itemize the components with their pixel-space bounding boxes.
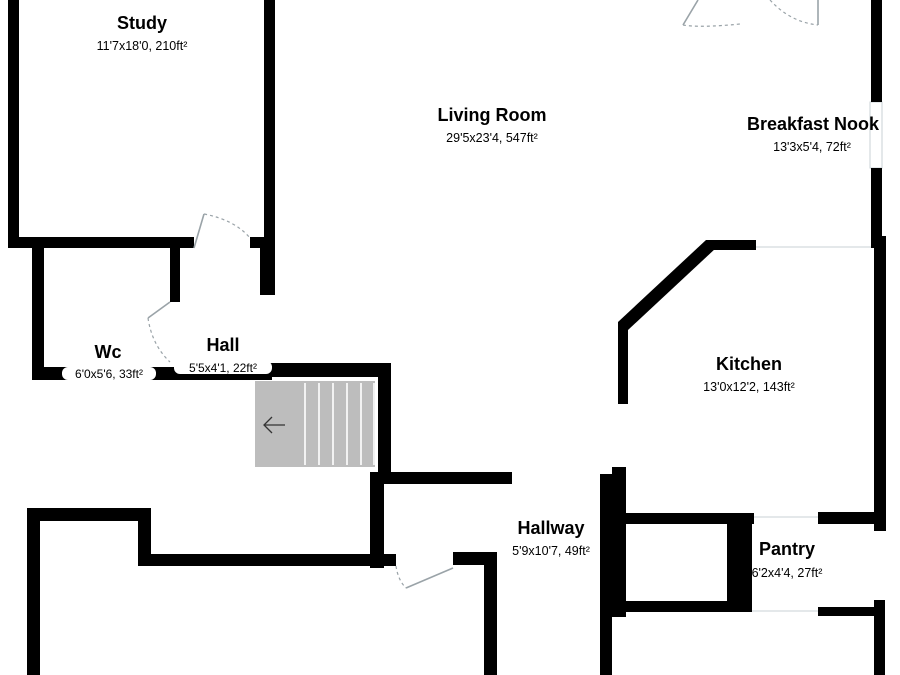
study-door: [193, 213, 251, 249]
wall: [378, 363, 391, 475]
wall: [370, 472, 512, 484]
wall: [260, 237, 275, 295]
room-dimensions: 13'3x5'4, 72ft²: [773, 140, 851, 154]
wall: [8, 237, 194, 248]
room-dimensions: 11'7x18'0, 210ft²: [97, 39, 188, 53]
walls: [8, 0, 886, 675]
room-hallway: Hallway 5'9x10'7, 49ft²: [512, 518, 590, 558]
wall: [618, 240, 716, 330]
stair-block: [255, 381, 375, 467]
room-hall: Hall 5'5x4'1, 22ft²: [174, 335, 272, 375]
wall: [871, 0, 882, 102]
wall: [874, 600, 885, 675]
wall: [8, 0, 19, 248]
wall: [727, 513, 741, 612]
wall: [612, 513, 754, 524]
wall: [612, 601, 752, 612]
room-kitchen: Kitchen 13'0x12'2, 143ft²: [703, 354, 795, 394]
room-dimensions: 5'5x4'1, 22ft²: [189, 361, 257, 375]
wc-door: [147, 301, 171, 363]
wall: [264, 0, 275, 248]
french-doors: [682, 0, 819, 27]
arrow-left-icon: [263, 416, 285, 434]
wall: [138, 508, 151, 566]
room-breakfast-nook: Breakfast Nook 13'3x5'4, 72ft²: [747, 114, 880, 154]
room-dimensions: 5'9x10'7, 49ft²: [512, 544, 590, 558]
staircase: [255, 381, 375, 467]
room-wc: Wc 6'0x5'6, 33ft²: [62, 342, 156, 381]
wall: [255, 363, 391, 377]
wall: [600, 474, 612, 675]
room-dimensions: 6'0x5'6, 33ft²: [75, 367, 143, 381]
wall: [874, 236, 886, 531]
room-name: Hallway: [517, 518, 584, 538]
room-name: Wc: [95, 342, 122, 362]
room-name: Breakfast Nook: [747, 114, 880, 134]
room-pantry: Pantry 6'2x4'4, 27ft²: [752, 539, 823, 580]
wall: [138, 554, 396, 566]
room-dimensions: 13'0x12'2, 143ft²: [703, 380, 795, 394]
room-name: Study: [117, 13, 167, 33]
wall: [818, 512, 880, 524]
room-study: Study 11'7x18'0, 210ft²: [97, 13, 188, 53]
room-name: Living Room: [438, 105, 547, 125]
wall: [741, 513, 752, 612]
room-living-room: Living Room 29'5x23'4, 547ft²: [438, 105, 547, 145]
room-dimensions: 29'5x23'4, 547ft²: [446, 131, 538, 145]
breakfast-nook-window: [869, 101, 883, 169]
label-background: [62, 367, 156, 380]
wall: [818, 607, 880, 616]
hallway-door: [395, 565, 454, 589]
wall: [871, 168, 882, 248]
wall: [618, 322, 628, 404]
room-name: Pantry: [759, 539, 815, 559]
wall: [370, 472, 384, 568]
room-name: Kitchen: [716, 354, 782, 374]
wall: [706, 240, 756, 250]
wall: [612, 467, 626, 617]
wall: [484, 552, 497, 675]
label-background: [174, 361, 272, 374]
wall: [32, 248, 44, 380]
wall: [27, 508, 40, 675]
wall: [27, 508, 151, 521]
wall: [170, 248, 180, 302]
room-name: Hall: [206, 335, 239, 355]
room-dimensions: 6'2x4'4, 27ft²: [752, 566, 823, 580]
doors: [147, 0, 819, 589]
